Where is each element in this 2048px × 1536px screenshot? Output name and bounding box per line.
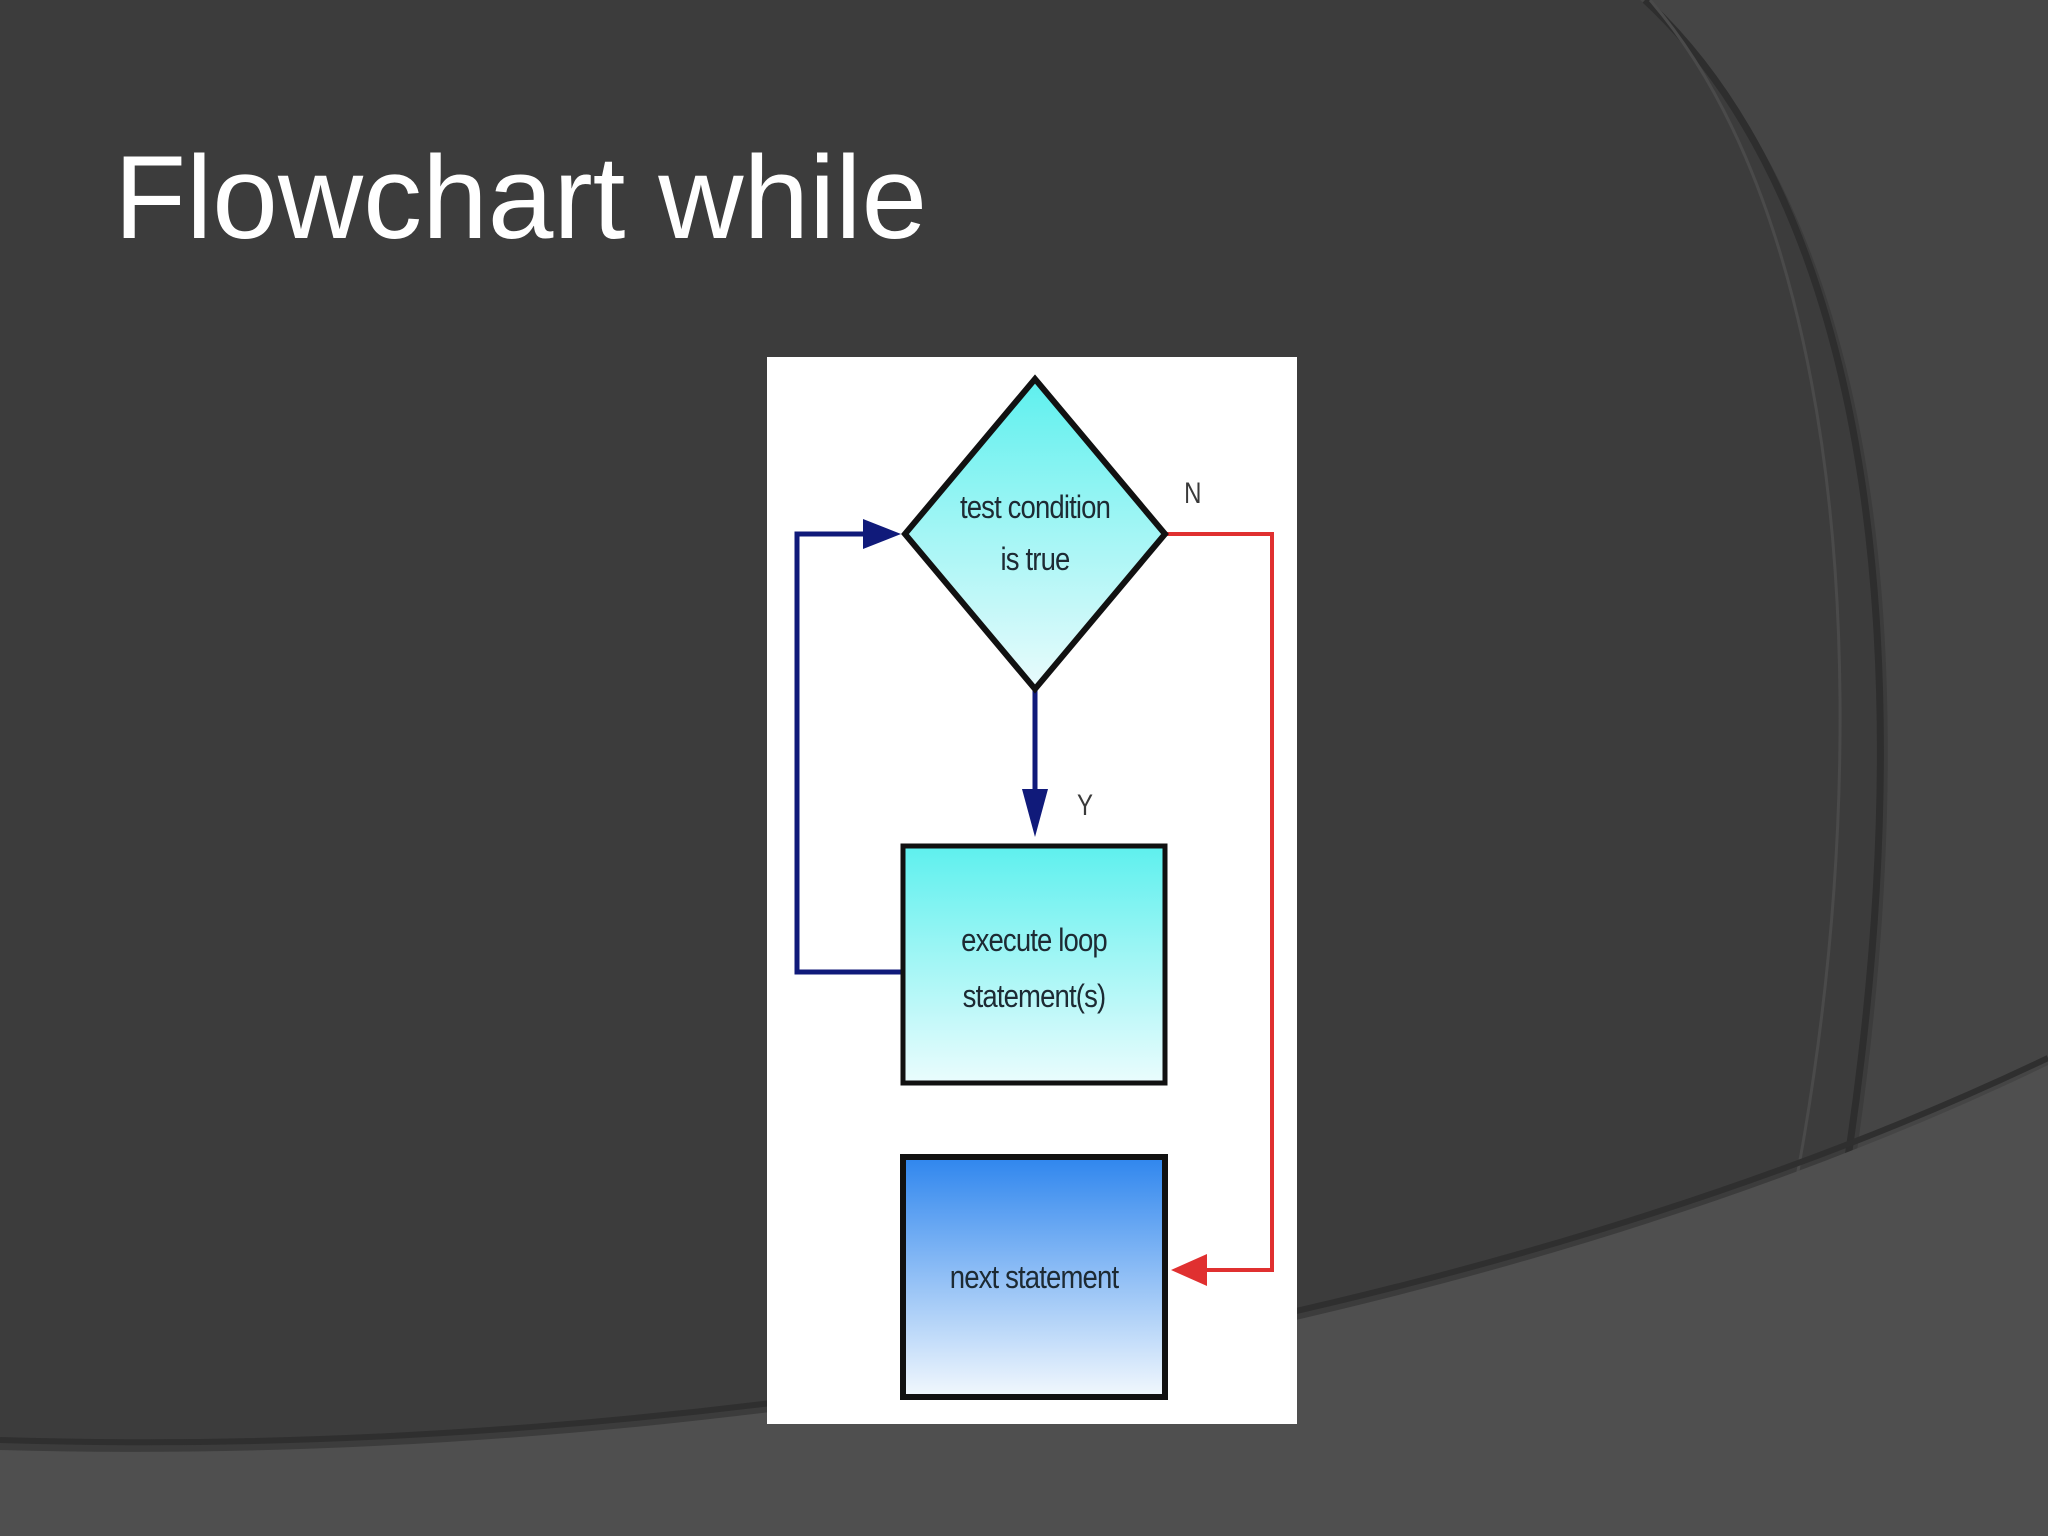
next-statement-text: next statement [949,1259,1119,1295]
decision-label-line2: is true [1000,541,1071,577]
no-branch-label: N [1184,477,1202,510]
loop-back-arrowhead [863,519,901,549]
yes-branch-arrowhead [1022,789,1048,837]
flowchart-canvas [794,374,1274,1400]
slide-title: Flowchart while [114,132,928,264]
loop-back-connector [794,531,903,975]
decision-diamond [901,374,1169,694]
while-loop-flowchart: test condition is true execute loop stat… [767,357,1297,1424]
decision-label: test condition is true [949,481,1121,585]
no-branch-connector [1165,532,1274,1272]
no-branch-arrowhead [1171,1254,1207,1286]
next-statement-box [900,1154,1168,1400]
yes-branch-label: Y [1077,789,1094,822]
loop-body-label-line2: statement(s) [962,978,1106,1014]
decision-label-line1: test condition [959,489,1111,525]
loop-body-label-line1: execute loop [961,922,1108,958]
loop-body-label: execute loop statement(s) [930,912,1138,1024]
next-statement-label: next statement [930,1251,1138,1303]
loop-body-box [900,843,1168,1086]
